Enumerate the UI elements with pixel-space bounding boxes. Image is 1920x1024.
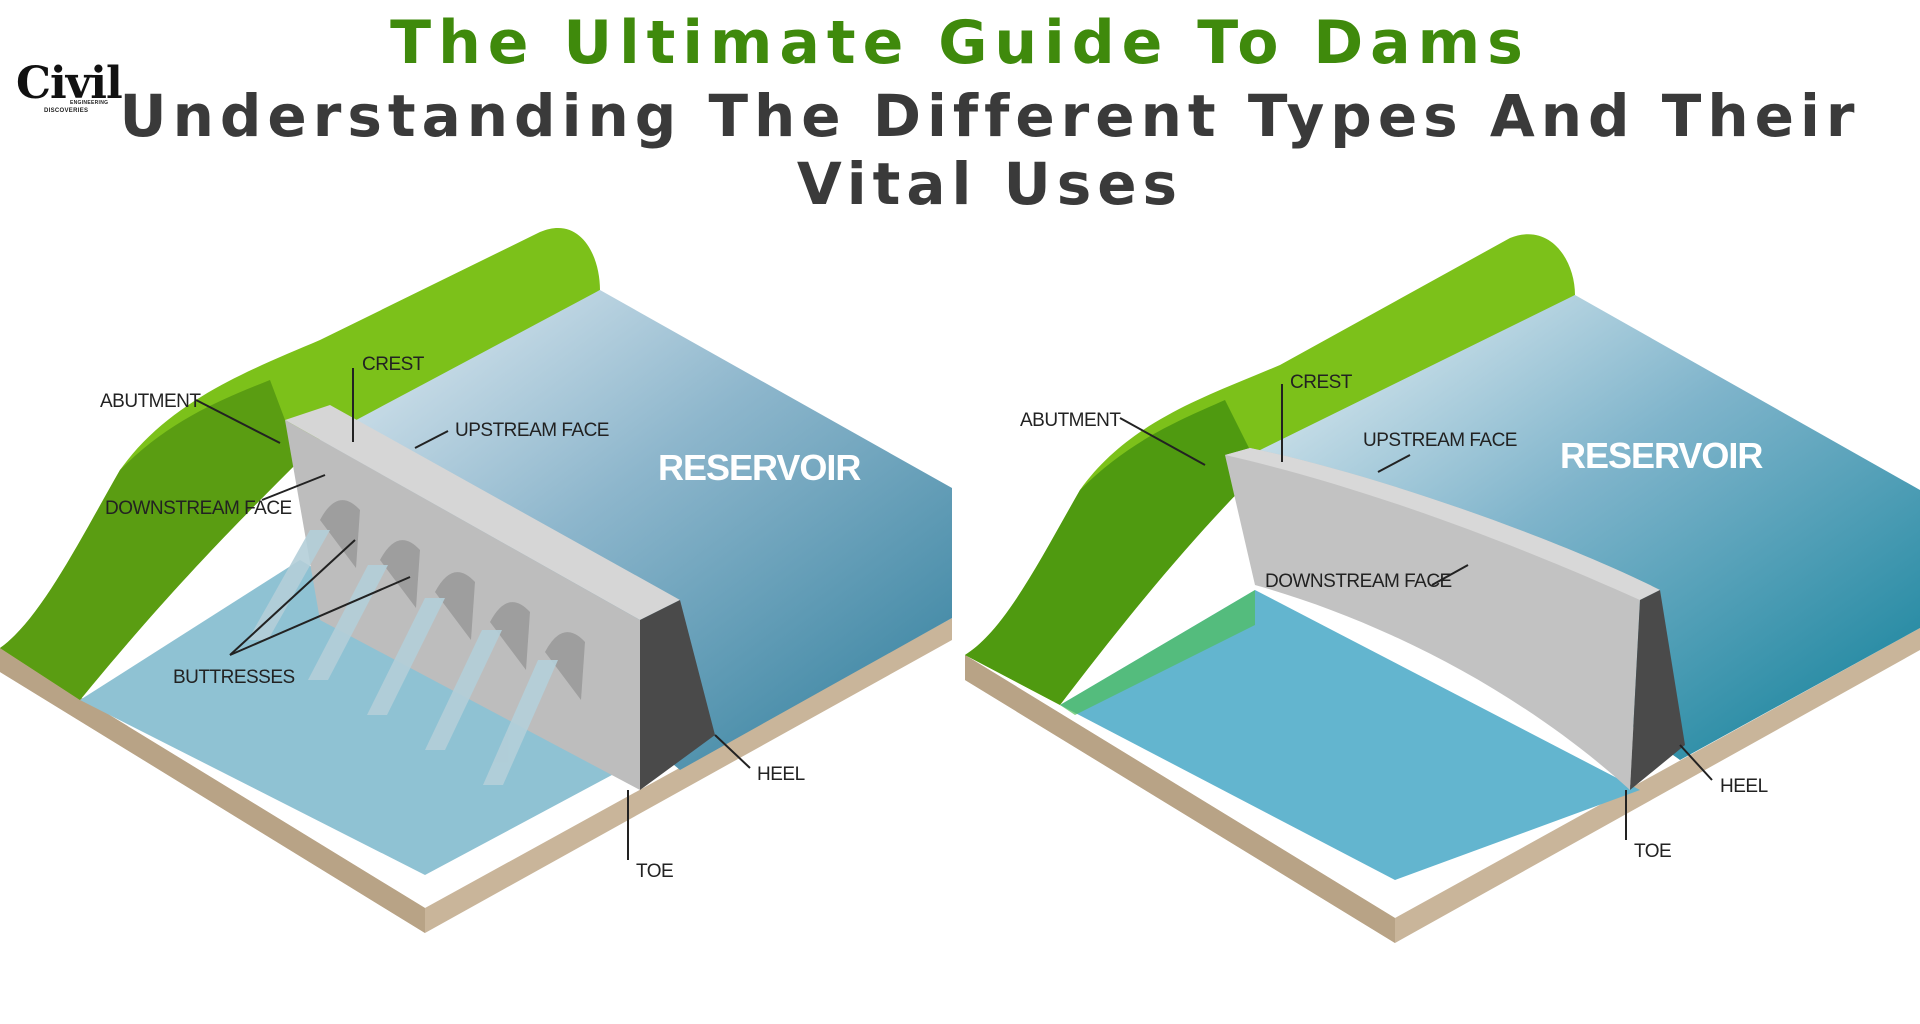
label-toe: TOE <box>1634 841 1671 862</box>
label-crest: CREST <box>1290 372 1353 393</box>
downstream-water <box>80 560 640 875</box>
label-abutment: ABUTMENT <box>100 391 201 412</box>
buttress-dam-crest <box>285 405 680 620</box>
label-reservoir: RESERVOIR <box>658 447 861 488</box>
label-heel: HEEL <box>757 764 805 785</box>
logo-tagline-discoveries: DISCOVERIES <box>44 108 89 114</box>
page-title: The Ultimate Guide To Dams <box>390 8 1530 78</box>
label-upstream-face: UPSTREAM FACE <box>455 420 609 441</box>
label-heel: HEEL <box>1720 776 1768 797</box>
label-downstream-face: DOWNSTREAM FACE <box>1265 571 1452 592</box>
page-subtitle: Understanding The Different Types And Th… <box>119 82 1861 218</box>
label-toe: TOE <box>636 861 673 882</box>
reservoir-water <box>300 290 952 770</box>
label-upstream-face: UPSTREAM FACE <box>1363 430 1517 451</box>
label-downstream-face: DOWNSTREAM FACE <box>105 498 292 519</box>
arch-dam-face <box>1225 448 1660 790</box>
label-reservoir: RESERVOIR <box>1560 435 1763 476</box>
label-buttresses: BUTTRESSES <box>173 667 295 688</box>
logo-tagline-engineering: ENGINEERING <box>70 100 109 106</box>
downstream-water <box>1060 590 1640 880</box>
label-abutment: ABUTMENT <box>1020 410 1121 431</box>
buttress-dam-diagram: CREST ABUTMENT UPSTREAM FACE RESERVOIR D… <box>0 227 952 933</box>
label-crest: CREST <box>362 354 425 375</box>
logo: Civil ENGINEERING DISCOVERIES <box>16 58 123 118</box>
buttress-dam-section <box>640 600 715 790</box>
logo-word: Civil <box>16 58 123 109</box>
reservoir-water <box>1250 295 1920 760</box>
arch-dam-diagram: CREST ABUTMENT UPSTREAM FACE RESERVOIR D… <box>965 234 1920 943</box>
arch-dam-section <box>1630 590 1685 790</box>
